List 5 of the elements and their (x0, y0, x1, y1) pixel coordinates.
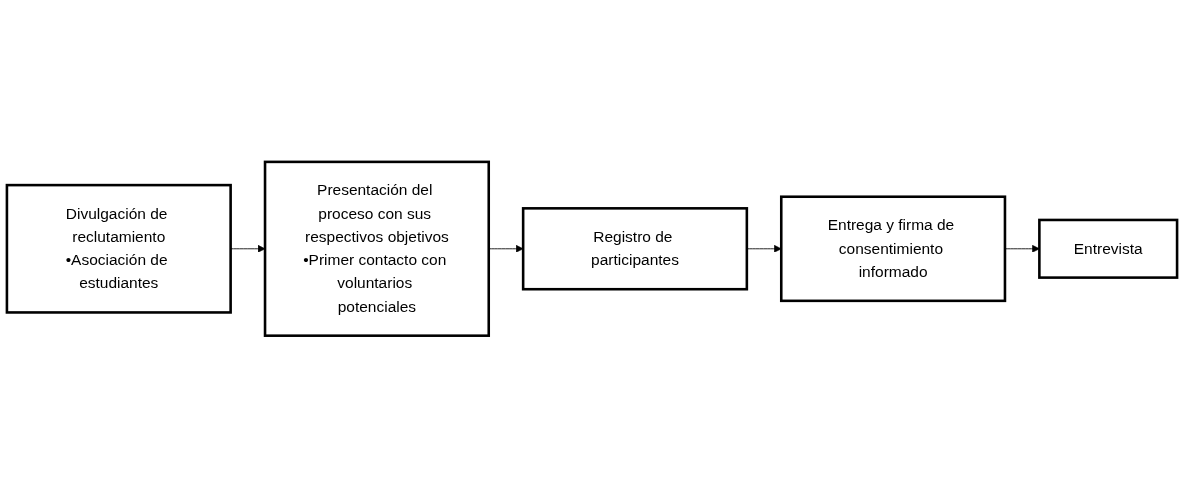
node-box: Entrega y firma de consentimiento informado (779, 195, 1007, 303)
node-box: Registro de participantes (521, 207, 749, 291)
node-box: Entrevista (1038, 218, 1179, 280)
node-box: Divulgación de reclutamiento •Asociación de estudiantes (5, 184, 232, 314)
node-box: Presentación del proceso con sus respectivos objetivos •Primer contacto con voluntarios potenciales (263, 160, 491, 338)
